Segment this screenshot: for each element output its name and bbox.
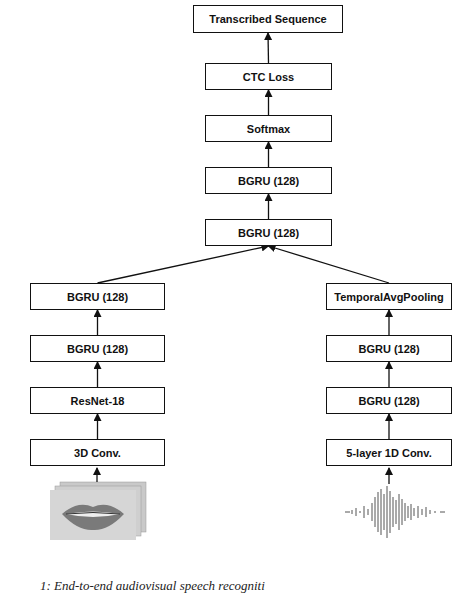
flow-arrow <box>388 310 389 335</box>
layer-box: 5-layer 1D Conv. <box>326 439 452 466</box>
layer-box: CTC Loss <box>205 63 332 90</box>
layer-box: Softmax <box>205 115 332 142</box>
layer-label: BGRU (128) <box>67 343 128 355</box>
layer-label: Softmax <box>247 123 290 135</box>
layer-box: BGRU (128) <box>205 219 332 246</box>
input-arrows <box>97 468 389 484</box>
flow-arrow <box>269 246 390 283</box>
flow-arrow <box>97 310 98 335</box>
flow-arrow <box>268 90 269 115</box>
figure-caption: 1: End-to-end audiovisual speech recogni… <box>40 578 265 594</box>
layer-label: 3D Conv. <box>74 447 121 459</box>
layer-label: BGRU (128) <box>358 395 419 407</box>
layer-label: 5-layer 1D Conv. <box>346 447 431 459</box>
layer-box: BGRU (128) <box>30 335 165 362</box>
flow-arrow <box>388 414 389 439</box>
flow-arrow <box>268 142 269 167</box>
layer-label: Transcribed Sequence <box>209 13 326 25</box>
layer-box: ResNet-18 <box>30 387 165 414</box>
flow-arrow <box>388 362 389 387</box>
flow-arrow <box>267 33 269 63</box>
layer-box: BGRU (128) <box>30 283 165 310</box>
layer-label: ResNet-18 <box>71 395 125 407</box>
layer-box: Transcribed Sequence <box>193 5 343 33</box>
flow-arrow <box>97 414 98 439</box>
mouth-frames <box>50 482 146 540</box>
layer-box: TemporalAvgPooling <box>326 283 452 310</box>
layer-label: BGRU (128) <box>238 175 299 187</box>
layer-box: BGRU (128) <box>205 167 332 194</box>
layer-box: BGRU (128) <box>326 387 452 414</box>
flow-arrow <box>97 362 98 387</box>
flow-arrow <box>268 194 269 219</box>
layer-label: BGRU (128) <box>67 291 128 303</box>
audio-waveform <box>345 486 445 538</box>
layer-box: 3D Conv. <box>30 439 165 466</box>
layer-label: BGRU (128) <box>238 227 299 239</box>
layer-label: BGRU (128) <box>358 343 419 355</box>
layer-box: BGRU (128) <box>326 335 452 362</box>
flow-arrow <box>98 246 269 283</box>
layer-label: TemporalAvgPooling <box>334 291 443 303</box>
layer-label: CTC Loss <box>243 71 294 83</box>
